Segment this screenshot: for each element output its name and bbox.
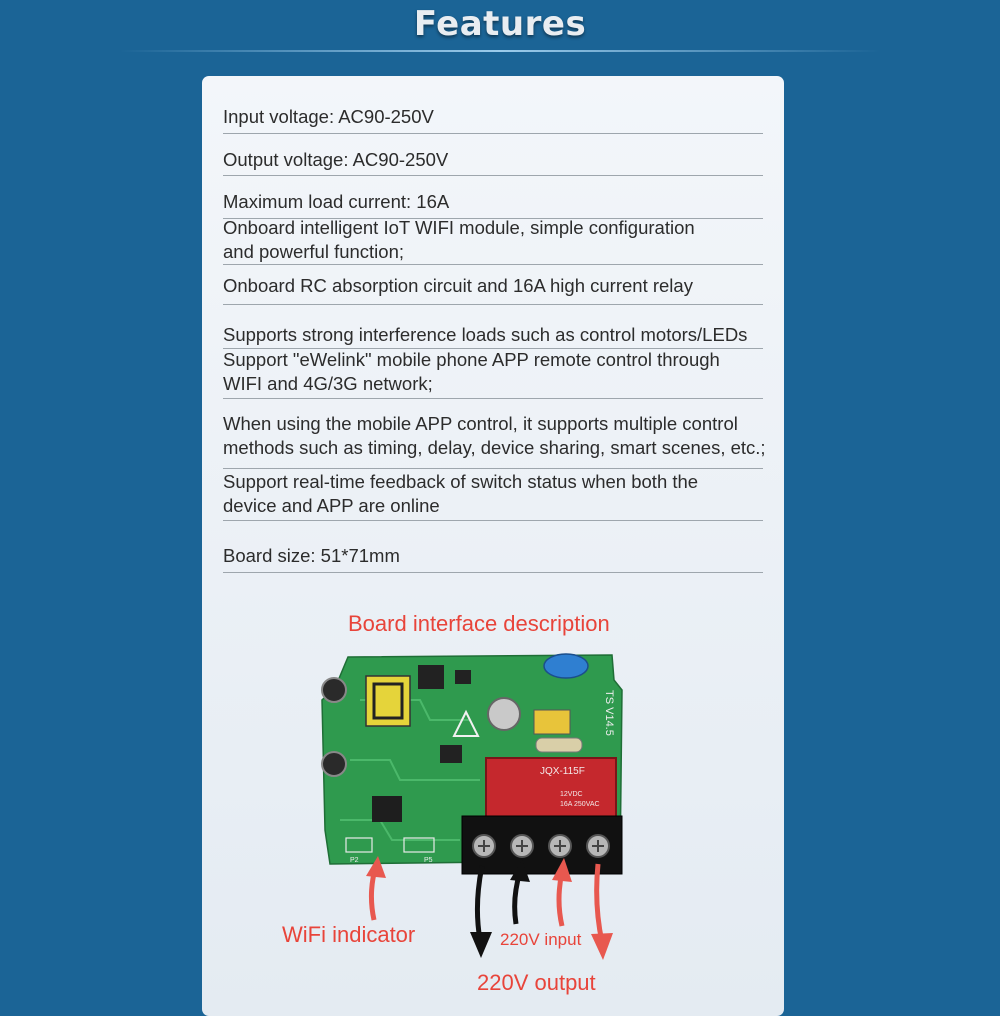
capacitor — [321, 751, 347, 777]
divider — [223, 304, 763, 305]
transformer-core — [372, 682, 404, 720]
page-title: Features — [413, 4, 587, 44]
pcb-trace — [340, 819, 460, 841]
feature-ewelink-line-1: Support "eWelink" mobile phone APP remot… — [223, 349, 720, 370]
ic-chip — [455, 670, 471, 684]
feature-wifi-module-line-1: Onboard intelligent IoT WIFI module, sim… — [223, 217, 695, 238]
divider — [223, 175, 763, 176]
pin-header — [403, 837, 435, 853]
feature-rc-circuit: Onboard RC absorption circuit and 16A hi… — [223, 275, 693, 296]
input-arrow-right — [594, 863, 605, 943]
screw-slot — [516, 840, 528, 852]
divider — [223, 520, 763, 521]
screw-slot — [478, 840, 490, 852]
ic-chip — [440, 745, 462, 763]
resistor — [535, 737, 583, 753]
output-arrow-left — [474, 865, 485, 941]
wifi-indicator-label: WiFi indicator — [282, 922, 416, 947]
feature-interference-loads: Supports strong interference loads such … — [223, 324, 748, 345]
screw-slot — [592, 840, 604, 852]
feature-feedback-line-2: device and APP are online — [223, 495, 440, 516]
divider — [223, 572, 763, 573]
pcb-trace — [350, 759, 480, 781]
divider — [223, 468, 763, 469]
feature-ewelink-line-2: WIFI and 4G/3G network; — [223, 373, 433, 394]
x-capacitor — [543, 653, 589, 679]
silkscreen-text: TS V14.5 — [603, 690, 615, 736]
divider — [223, 218, 763, 219]
pin-header — [345, 837, 373, 853]
divider — [223, 348, 763, 349]
feature-feedback-line-1: Support real-time feedback of switch sta… — [223, 471, 699, 492]
feature-wifi-module-line-2: and powerful function; — [223, 241, 405, 262]
feature-app-control-line-1: When using the mobile APP control, it su… — [223, 413, 738, 434]
output-220v-label: 220V output — [477, 970, 596, 995]
screw-slot — [554, 840, 566, 852]
relay-coil-text: 12VDC — [560, 791, 583, 798]
input-arrowhead-right — [591, 933, 613, 960]
input-arrowhead-left — [552, 858, 572, 882]
relay-rating-text: 16A 250VAC — [560, 801, 600, 808]
input-220v-label: 220V input — [500, 930, 582, 949]
output-arrowhead-left — [470, 932, 492, 958]
relay-model-text: JQX-115F — [540, 766, 585, 777]
divider — [223, 264, 763, 265]
wifi-module-chip — [372, 796, 402, 822]
pin-label: P5 — [424, 857, 433, 864]
output-arrowhead-right — [510, 860, 530, 882]
feature-board-size: Board size: 51*71mm — [223, 545, 400, 566]
capacitor — [321, 677, 347, 703]
yellow-capacitor — [533, 709, 571, 735]
wifi-indicator-arrowhead — [366, 856, 386, 878]
ic-chip — [418, 665, 444, 689]
pin-label: P2 — [350, 857, 359, 864]
board-section-title: Board interface description — [348, 611, 610, 636]
feature-output-voltage: Output voltage: AC90-250V — [223, 149, 449, 170]
feature-app-control-line-2: methods such as timing, delay, device sh… — [223, 437, 766, 458]
feature-max-load-current: Maximum load current: 16A — [223, 191, 450, 212]
terminal-screws — [472, 834, 610, 858]
capacitor-large — [487, 697, 521, 731]
divider — [223, 133, 763, 134]
divider — [223, 398, 763, 399]
feature-input-voltage: Input voltage: AC90-250V — [223, 106, 434, 127]
warning-symbol — [452, 709, 480, 737]
title-underline — [120, 50, 880, 52]
